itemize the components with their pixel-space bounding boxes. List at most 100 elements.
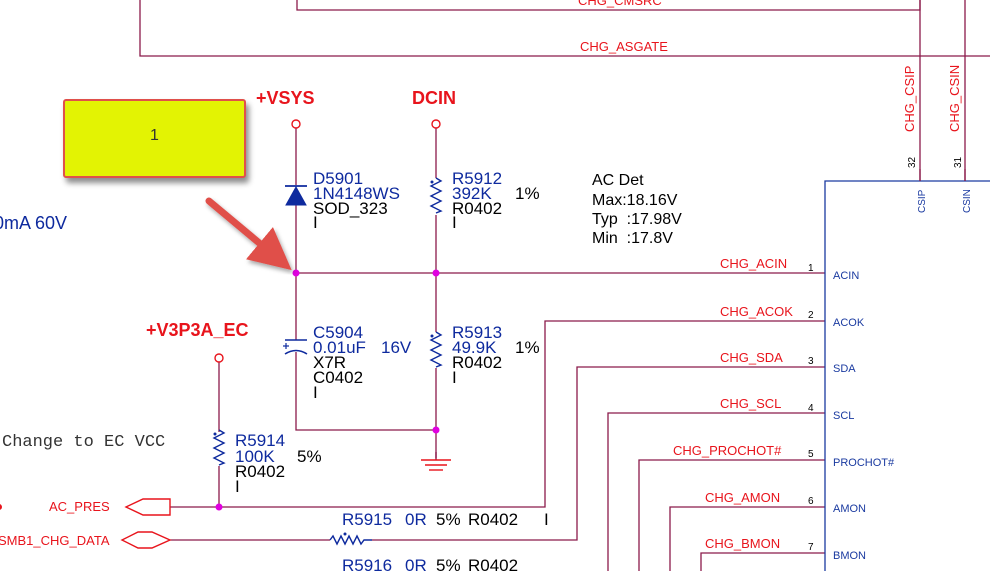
- callout-label: 1: [150, 126, 159, 144]
- pin-number: 4: [808, 403, 814, 414]
- diode-d5901: [285, 185, 307, 206]
- d5901-value: 1N4148WS: [313, 184, 400, 203]
- ground-symbol: [421, 452, 451, 471]
- net-label-bmon: CHG_BMON: [705, 536, 780, 551]
- resistors: [212, 177, 443, 546]
- pin-number: 2: [808, 310, 814, 321]
- wire-acok: [170, 320, 825, 508]
- d5901-ref: D5901: [313, 169, 363, 188]
- r5914-extra: I: [235, 477, 240, 496]
- r5916-ref: R5916: [342, 556, 392, 571]
- resistor-r5914: [212, 429, 226, 466]
- resistor-dots: [213, 180, 434, 536]
- net-label-prochot: CHG_PROCHOT#: [673, 443, 782, 458]
- c5904-ref: C5904: [313, 323, 363, 342]
- junction-dot: [215, 503, 223, 511]
- wire-asgate: [139, 0, 990, 57]
- r5916-value: 0R: [405, 556, 427, 571]
- net-label-acin: CHG_ACIN: [720, 256, 787, 271]
- r5912-ref: R5912: [452, 169, 502, 188]
- resistor-r5915: [329, 534, 372, 546]
- vsys-pin: [291, 119, 301, 129]
- r5912-value: 392K: [452, 184, 492, 203]
- c5904-pkg: C0402: [313, 368, 363, 387]
- power-label-dcin: DCIN: [412, 88, 456, 108]
- pin-name-scl: SCL: [833, 410, 854, 422]
- left-note: 0mA 60V: [0, 213, 67, 233]
- pin-name-csip: CSIP: [917, 189, 928, 213]
- r5913-value: 49.9K: [452, 338, 497, 357]
- pin-number: 1: [808, 263, 814, 274]
- pin-name-prochot: PROCHOT#: [833, 457, 895, 469]
- pin-name-csin: CSIN: [962, 189, 973, 213]
- net-label-asgate: CHG_ASGATE: [580, 39, 668, 54]
- net-label-amon: CHG_AMON: [705, 490, 780, 505]
- c5904-dielectric: X7R: [313, 353, 346, 372]
- r5913-ref: R5913: [452, 323, 502, 342]
- pin-number: 3: [808, 356, 814, 367]
- ac-pres-connector: [124, 498, 171, 516]
- ic-left-pin-names: ACIN ACOK SDA SCL PROCHOT# AMON BMON: [833, 270, 895, 562]
- r5916-tol: 5%: [436, 556, 461, 571]
- c5904-value: 0.01uF: [313, 338, 366, 357]
- pin-number: 7: [808, 542, 814, 553]
- ac-det-line-2: Max:18.16V: [592, 192, 678, 209]
- power-label-v3p3a: +V3P3A_EC: [146, 320, 249, 340]
- net-label-acok: CHG_ACOK: [720, 304, 793, 319]
- r5914-tol: 5%: [297, 447, 322, 466]
- r5912-extra: I: [452, 213, 457, 232]
- r5916-pkg: R0402: [468, 556, 518, 571]
- wire-amon: [669, 506, 825, 571]
- ac-det-line-3: Typ :17.98V: [592, 211, 682, 228]
- r5912-pkg: R0402: [452, 199, 502, 218]
- junction-dot: [432, 269, 440, 277]
- pointer-arrow: [205, 197, 292, 271]
- pin-number-32: 32: [907, 156, 918, 168]
- r5913-pkg: R0402: [452, 353, 502, 372]
- pin-name-acin: ACIN: [833, 270, 859, 282]
- pin-number-31: 31: [953, 156, 964, 168]
- dcin-pin: [431, 119, 441, 129]
- d5901-pkg: SOD_323: [313, 199, 388, 218]
- net-label-ac-pres: AC_PRES: [49, 499, 110, 514]
- left-stub-dot: [0, 504, 2, 510]
- power-label-vsys: +VSYS: [256, 88, 315, 108]
- smb1-connector: [120, 531, 172, 549]
- r5915-pkg: R0402: [468, 510, 518, 529]
- pin-number: 5: [808, 449, 814, 460]
- wire-prochot: [638, 459, 825, 571]
- capacitor-c5904: [283, 339, 308, 355]
- pin-name-acok: ACOK: [833, 317, 865, 329]
- resistor-r5913: [429, 331, 443, 368]
- net-label-sda: CHG_SDA: [720, 350, 783, 365]
- annotation-callout[interactable]: 1: [63, 99, 246, 178]
- resistor-r5912: [429, 177, 443, 214]
- r5915-extra: I: [544, 510, 549, 529]
- wire-bmon: [700, 552, 825, 571]
- ic-left-pins: 1 2 3 4 5 6 7: [808, 263, 814, 553]
- pin-name-bmon: BMON: [833, 550, 866, 562]
- r5914-ref: R5914: [235, 431, 285, 450]
- ac-det-line-1: AC Det: [592, 172, 644, 189]
- wires: [139, 0, 990, 571]
- junction-dot: [292, 269, 300, 277]
- d5901-extra: I: [313, 213, 318, 232]
- ac-det-line-4: Min :17.8V: [592, 230, 673, 247]
- junctions: [215, 269, 440, 511]
- r5913-extra: I: [452, 368, 457, 387]
- r5914-pkg: R0402: [235, 462, 285, 481]
- c5904-extra: I: [313, 383, 318, 402]
- net-label-csip: CHG_CSIP: [902, 66, 917, 132]
- change-note: Change to EC VCC: [2, 433, 165, 452]
- junction-dot: [432, 426, 440, 434]
- r5915-tol: 5%: [436, 510, 461, 529]
- power-pins: [214, 119, 441, 363]
- pin-number: 6: [808, 496, 814, 507]
- net-label-scl: CHG_SCL: [720, 396, 781, 411]
- v3p3a-pin: [214, 353, 224, 363]
- c5904-volt: 16V: [381, 338, 412, 357]
- r5915-value: 0R: [405, 510, 427, 529]
- pin-name-amon: AMON: [833, 503, 866, 515]
